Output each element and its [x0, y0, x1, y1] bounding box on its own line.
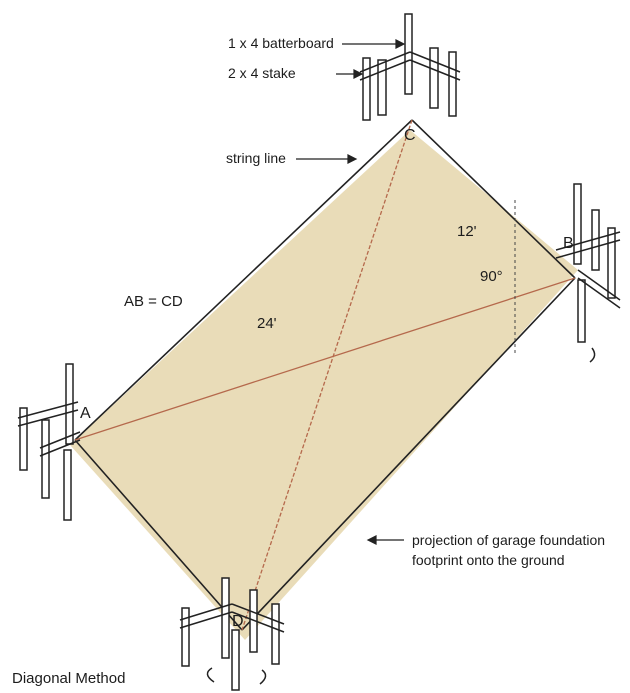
projection-label-line-2: footprint onto the ground [412, 552, 565, 568]
string-line-b-d [241, 277, 576, 631]
string-line-c-b [411, 119, 576, 279]
string-line-label: string line [226, 150, 286, 166]
string-lines [74, 119, 576, 631]
long-dimension-label: 24' [257, 315, 277, 332]
diagram-caption: Diagonal Method [12, 670, 125, 687]
diagonal-a-b [74, 277, 576, 441]
stake-arrowhead [353, 69, 364, 79]
corner-a-label: A [80, 405, 91, 422]
string-line-arrowhead [347, 154, 358, 164]
equation-label: AB = CD [124, 293, 183, 310]
diagonals [74, 119, 576, 631]
batterboard-b [555, 183, 621, 363]
batterboard-arrowhead [395, 39, 406, 49]
corner-b-label: B [563, 235, 574, 252]
stake-label: 2 x 4 stake [228, 65, 296, 81]
corner-c-label: C [404, 127, 416, 144]
batterboard-label: 1 x 4 batterboard [228, 35, 334, 51]
diagonal-c-d [241, 119, 413, 631]
batterboard-d [179, 577, 285, 691]
string-line-a-c [74, 119, 413, 441]
batterboard-c [359, 13, 461, 121]
right-angle-label: 90° [480, 268, 503, 285]
short-dimension-label: 12' [457, 223, 477, 240]
corner-d-label: D [232, 613, 244, 630]
projection-arrowhead [366, 535, 377, 545]
string-line-d-a [74, 439, 243, 631]
batterboard-a [17, 363, 81, 521]
projection-label-line-1: projection of garage foundation [412, 532, 605, 548]
callout-leaders [296, 39, 406, 545]
